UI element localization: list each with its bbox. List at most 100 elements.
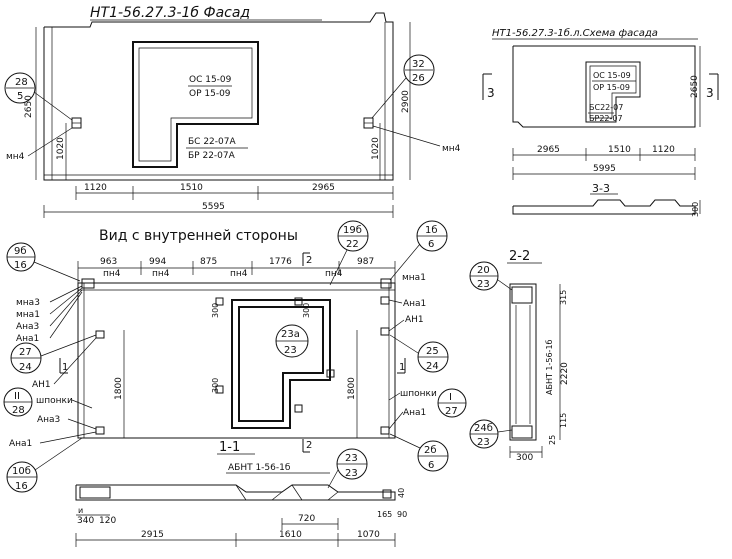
inner-ana3-left: Ана3	[37, 415, 60, 425]
inner-node-27-top: 27	[19, 347, 32, 358]
inner-opening	[231, 299, 331, 429]
facade-node-right-bottom: 26	[412, 73, 425, 84]
inner-cut-2-top: 2	[306, 255, 312, 266]
inner-an1-right: АН1	[405, 315, 424, 325]
scheme-dim-3: 1120	[652, 145, 675, 155]
scheme-section-dim: 300	[691, 202, 700, 217]
inner-node-23a-top: 23а	[281, 329, 300, 340]
section-2-2-node-20-top: 20	[477, 265, 490, 276]
section-1-1-dim-1070: 1070	[357, 530, 380, 540]
facade-mn4-right: мн4	[442, 144, 461, 154]
scheme-dim-1: 2965	[537, 145, 560, 155]
scheme-cut-label-left: 3	[487, 86, 495, 100]
section-2-2-dim-115: 115	[559, 413, 568, 428]
facade-door-label-1: БС 22-07А	[188, 137, 236, 147]
facade-dim-height-left: 2650	[24, 95, 34, 118]
section-1-1-dim-720: 720	[298, 514, 315, 524]
inner-dim-1800-left: 1800	[114, 377, 124, 400]
section-1-1-node-23-bottom: 23	[345, 468, 358, 479]
inner-node-9b-bottom: 16	[14, 260, 27, 271]
facade-dim-bottom-1: 1120	[84, 183, 107, 193]
section-2-2-dim-315: 315	[559, 290, 568, 305]
facade-panel-outline	[43, 12, 394, 181]
section-1-1: 1-1 АБНТ 1-56-1б 23 23 и 340 120 720 165…	[75, 440, 407, 547]
inner-node-1b-bottom: 6	[428, 239, 434, 250]
scheme-panel-outline	[512, 45, 696, 128]
section-1-1-dim-2915: 2915	[141, 530, 164, 540]
section-1-1-dim-40: 40	[397, 488, 406, 498]
section-2-2-node-24b-top: 24б	[474, 423, 493, 434]
inner-node-27-bottom: 24	[19, 362, 32, 373]
inner-mna1-top: мна1	[402, 273, 426, 283]
inner-ana1-right-bottom: Ана1	[403, 408, 426, 418]
facade-dim-1020-left: 1020	[56, 137, 66, 160]
section-2-2-node-24b-bottom: 23	[477, 437, 490, 448]
scheme-door-label-1: БС22-07	[589, 103, 623, 112]
facade-node-left-bottom: 5	[17, 91, 23, 102]
facade-dim-bottom-2: 1510	[180, 183, 203, 193]
facade-title: НТ1-56.27.3-1б Фасад	[90, 5, 250, 21]
inner-ana1-right-top: Ана1	[403, 299, 426, 309]
inner-node-19b-top: 19б	[343, 225, 362, 236]
inner-node-25-top: 25	[426, 346, 439, 357]
inner-node-II-top: II	[14, 391, 20, 402]
section-1-1-dim-120: 120	[99, 516, 116, 526]
section-2-2-node-20-bottom: 23	[477, 279, 490, 290]
inner-shponki-left: шпонки	[36, 396, 73, 406]
section-2-2-dim-2220: 2220	[560, 362, 570, 385]
inner-node-10b-top: 10б	[12, 466, 31, 477]
inner-node-25-bottom: 24	[426, 361, 439, 372]
inner-cut-1-right: 1	[399, 362, 405, 373]
inner-dim-300-b: 300	[211, 378, 220, 393]
inner-pn-label-3: пн4	[230, 269, 248, 279]
facade-dim-total: 5595	[202, 202, 225, 212]
inner-cut-1-left: 1	[62, 362, 68, 373]
inner-left-label-1: мна3	[16, 298, 40, 308]
section-1-1-dim-165: 165	[377, 510, 392, 519]
inner-left-label-2: мна1	[16, 310, 40, 320]
inner-node-2b-bottom: 6	[428, 460, 434, 471]
inner-dim-top-2: 994	[149, 257, 166, 267]
section-2-2-title: 2-2	[509, 249, 530, 264]
inner-node-I-bottom: 27	[445, 406, 458, 417]
scheme-dim-2: 1510	[608, 145, 631, 155]
section-1-1-title: 1-1	[219, 440, 240, 455]
facade-mn4-left: мн4	[6, 152, 25, 162]
facade-node-right-top: 32	[412, 59, 425, 70]
inner-pn-label-4: пн4	[325, 269, 343, 279]
section-1-1-dim-1610: 1610	[279, 530, 302, 540]
inner-pn-label-1: пн4	[103, 269, 121, 279]
facade-opening	[132, 41, 259, 168]
inner-pn-label-2: пн4	[152, 269, 170, 279]
scheme-title: НТ1-56.27.3-1б.л.Схема фасада	[492, 27, 658, 39]
facade-node-right	[403, 54, 435, 86]
inner-left-label-4: Ана1	[16, 334, 39, 344]
section-2-2-mark: АБНТ 1-56-1б	[545, 339, 554, 395]
section-1-1-mark: АБНТ 1-56-1б	[228, 463, 291, 473]
inner-panel-outline	[77, 282, 396, 439]
facade-dim-bottom-3: 2965	[312, 183, 335, 193]
section-1-1-node-23-top: 23	[345, 453, 358, 464]
inner-an1-left: АН1	[32, 380, 51, 390]
section-2-2: 2-2 АБНТ 1-56-1б 315 2220 115 25 300 20 …	[469, 249, 570, 463]
inner-cut-2-bottom: 2	[306, 440, 312, 451]
section-1-1-dim-90: 90	[397, 510, 407, 519]
facade-door-label-2: БР 22-07А	[188, 151, 236, 161]
inner-node-19b-bottom: 22	[346, 239, 359, 250]
section-2-2-dim-25: 25	[548, 435, 557, 445]
section-2-2-dim-300: 300	[516, 453, 533, 463]
inner-node-1b-top: 1б	[425, 225, 438, 236]
facade-window-label-2: ОР 15-09	[189, 89, 231, 99]
inner-node-I-top: I	[449, 392, 452, 403]
scheme-window-label-1: ОС 15-09	[593, 71, 631, 80]
inner-node-II-bottom: 28	[12, 405, 25, 416]
inner-dim-top-5: 987	[357, 257, 374, 267]
section-1-1-dim-340: 340	[77, 516, 94, 526]
section-1-1-profile	[75, 484, 396, 501]
facade-dim-height-right: 2900	[401, 90, 411, 113]
scheme-section-profile	[512, 199, 696, 215]
facade-node-left-top: 28	[15, 77, 28, 88]
facade-view: НТ1-56.27.3-1б Фасад ОС 15-09 ОР 15-09 Б…	[4, 5, 461, 218]
section-2-2-profile	[509, 283, 537, 441]
